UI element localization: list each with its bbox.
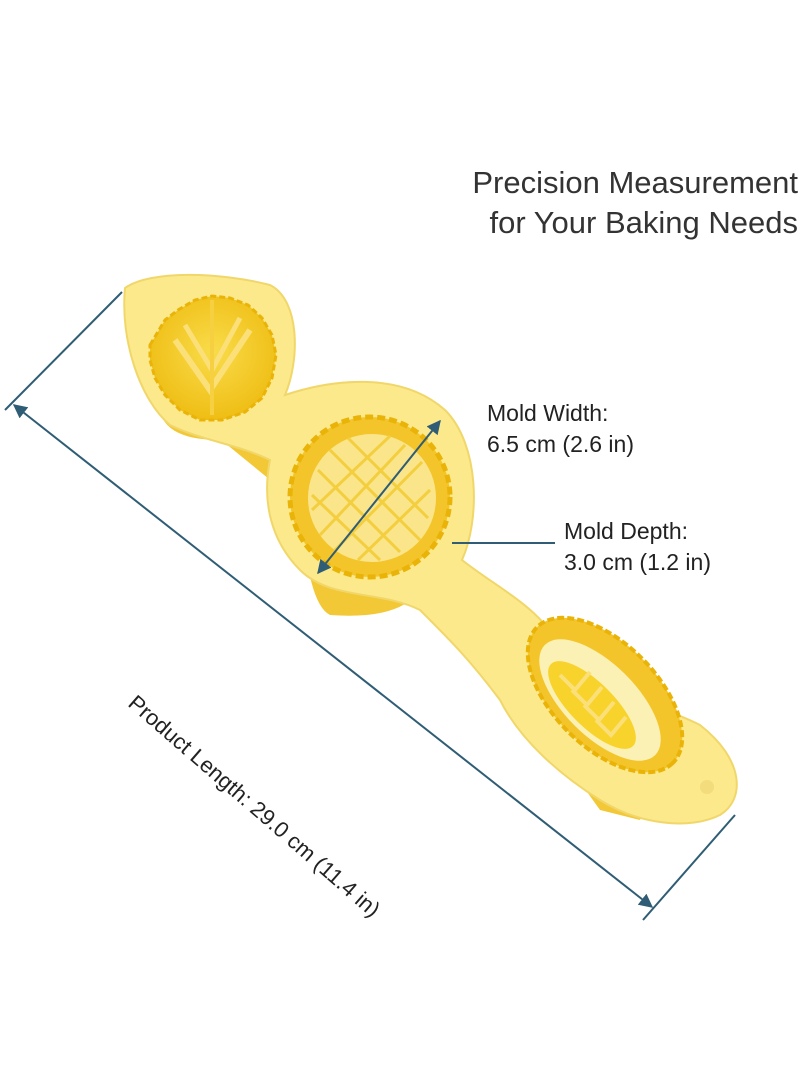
mold-depth-spec: Mold Depth: 3.0 cm (1.2 in)	[564, 516, 711, 578]
headline-line-2: for Your Baking Needs	[489, 205, 799, 240]
headline: Precision Measurement for Your Baking Ne…	[278, 163, 798, 243]
headline-line-1: Precision Measurement	[472, 165, 798, 200]
mold-depth-value: 3.0 cm (1.2 in)	[564, 549, 711, 575]
dimension-arrow-icon	[4, 291, 736, 921]
leaf-cavity	[148, 294, 278, 422]
round-cavity	[287, 414, 453, 580]
mold-depth-label: Mold Depth:	[564, 518, 689, 544]
mold-width-label: Mold Width:	[487, 400, 609, 426]
mold-width-spec: Mold Width: 6.5 cm (2.6 in)	[487, 398, 634, 460]
mold-width-value: 6.5 cm (2.6 in)	[487, 431, 634, 457]
